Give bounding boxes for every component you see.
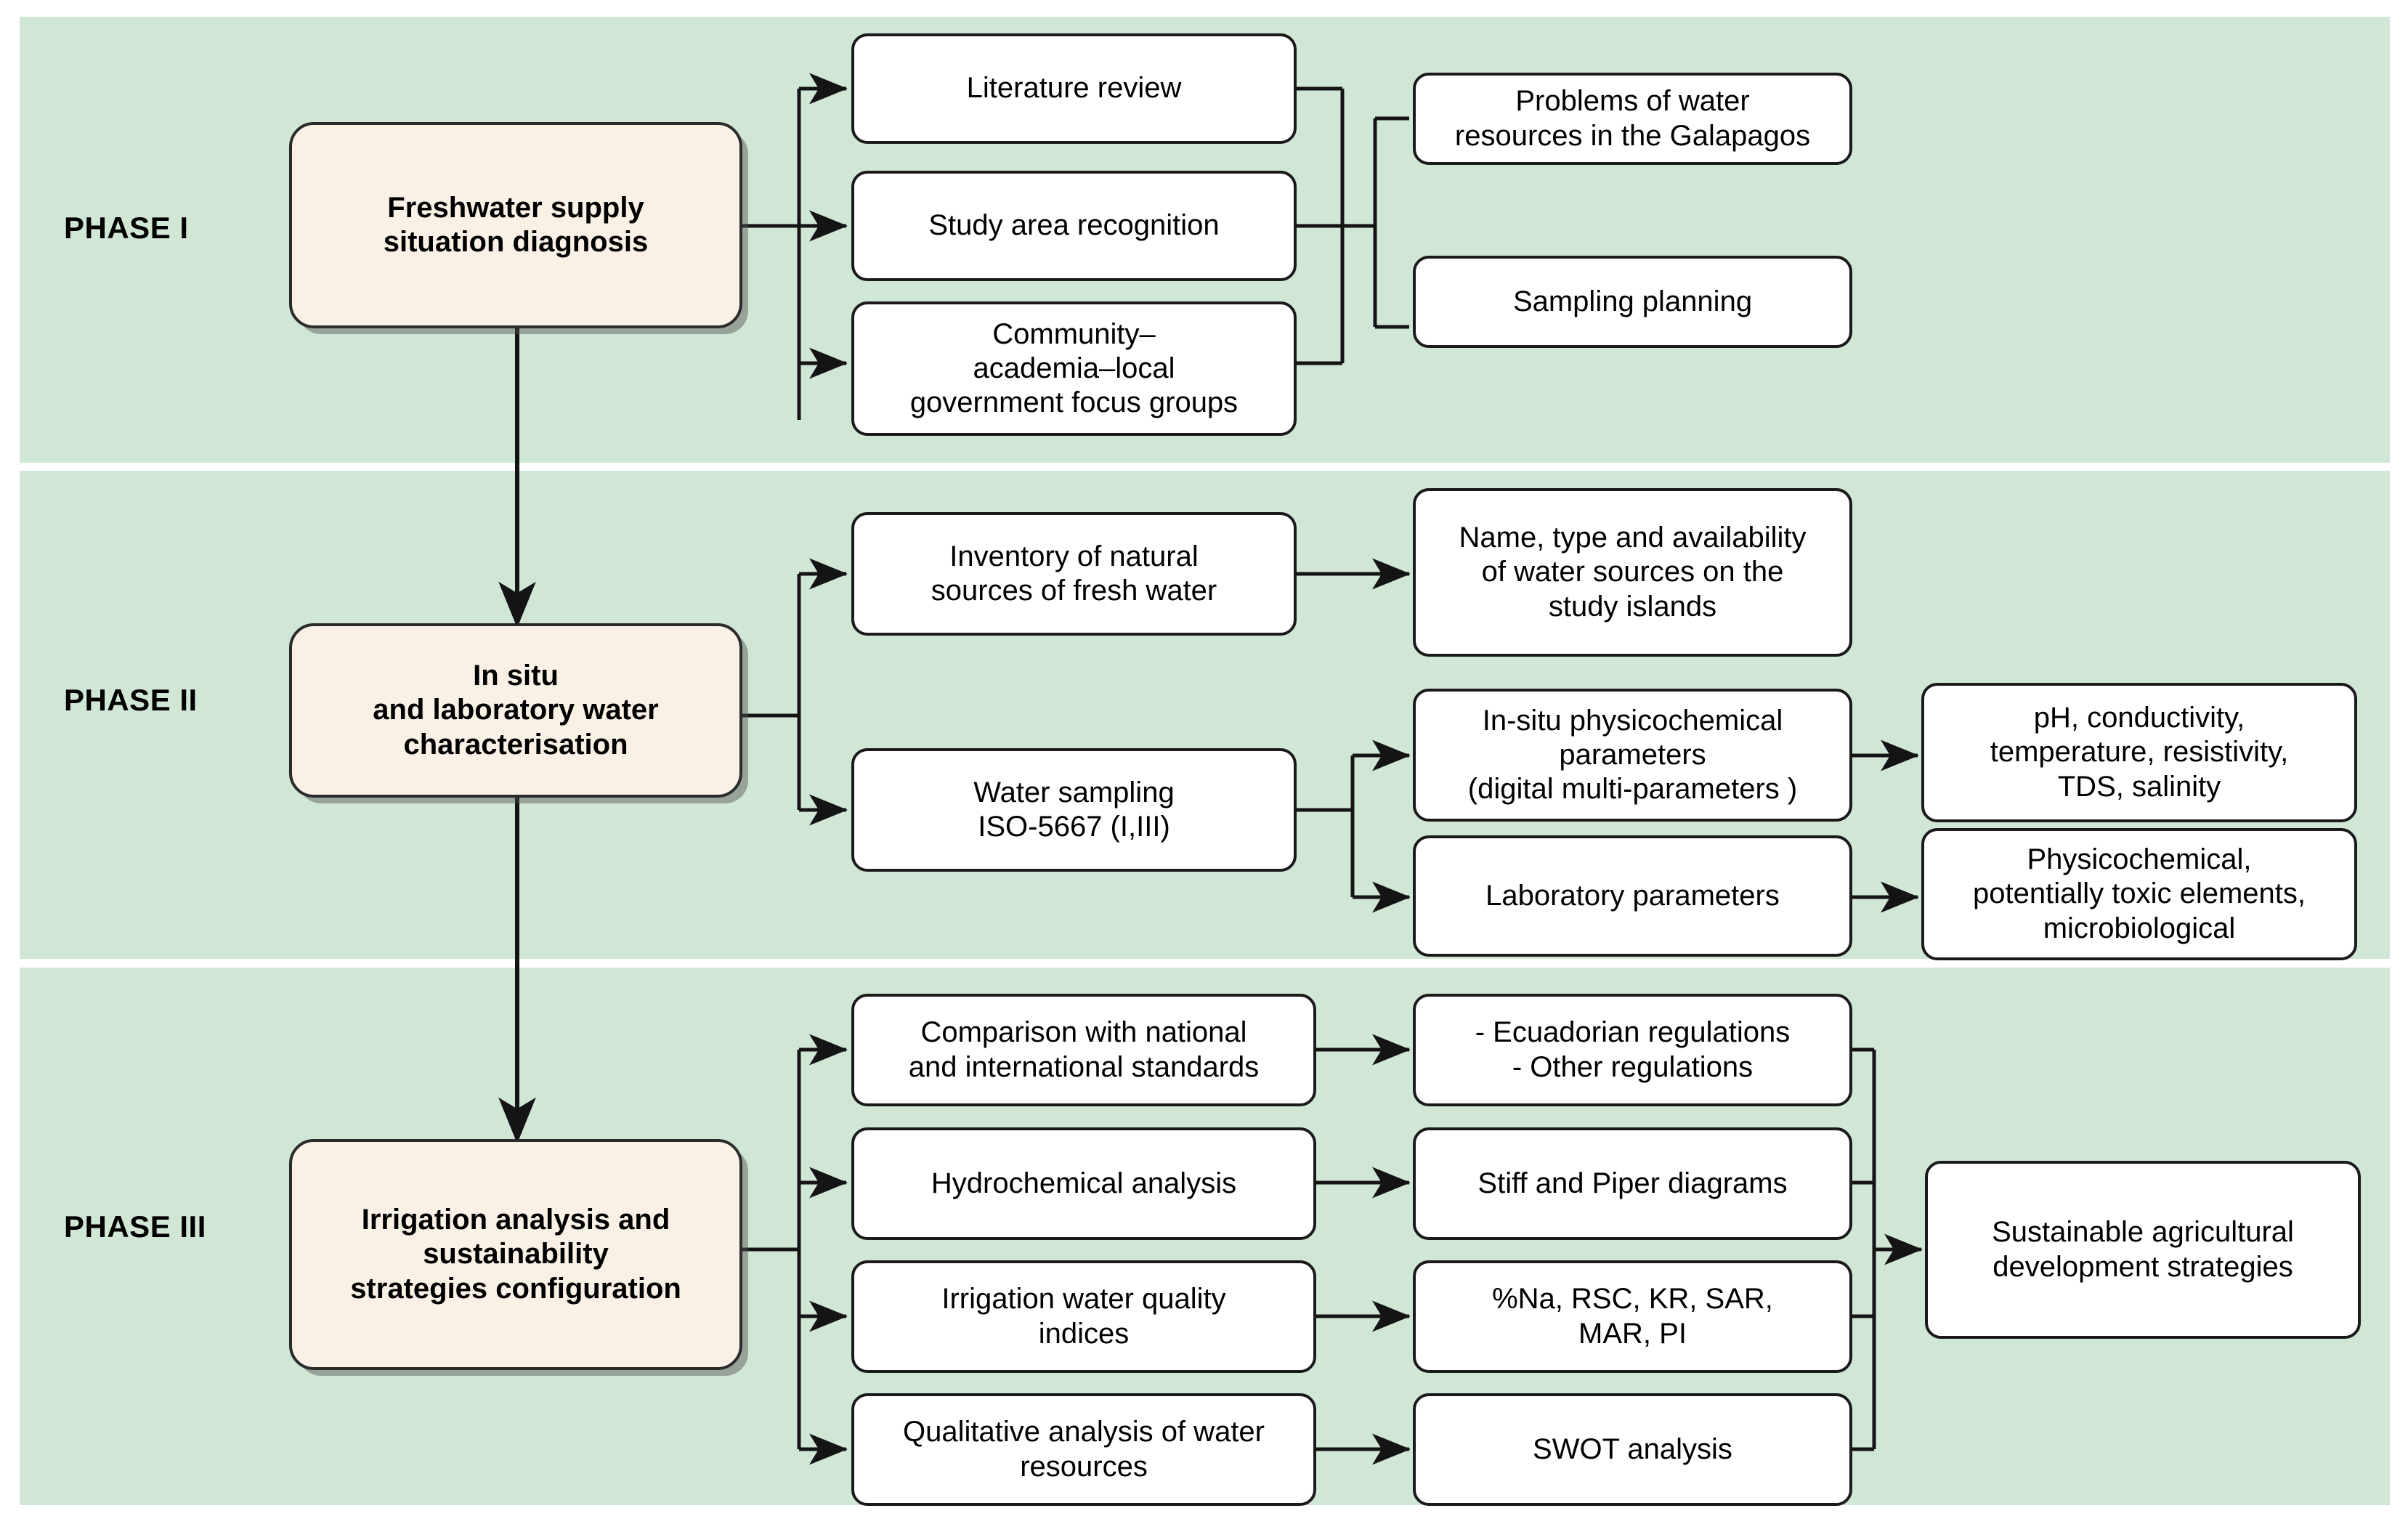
phase1-col3-label-2: Sampling planning — [1512, 285, 1753, 317]
phase-label-2: PHASE II — [64, 683, 198, 717]
phase2-col2-node-2[interactable]: Water sampling ISO-5667 (I,III) — [851, 748, 1297, 872]
phase2-col3-node-1[interactable]: Name, type and availability of water sou… — [1413, 488, 1852, 657]
phase2-primary-node[interactable]: In situ and laboratory water characteris… — [289, 623, 742, 798]
phase1-col3-label-1: Problems of water resources in the Galap… — [1454, 85, 1811, 152]
phase3-col4-node-1[interactable]: Sustainable agricultural development str… — [1925, 1161, 2361, 1339]
phase3-col2-label-2: Hydrochemical analysis — [931, 1167, 1237, 1199]
phase3-col4-label-1: Sustainable agricultural development str… — [1992, 1216, 2294, 1283]
phase2-primary-label: In situ and laboratory water characteris… — [373, 660, 659, 761]
phase2-col3-label-3: Laboratory parameters — [1485, 879, 1780, 912]
phase1-col2-node-3[interactable]: Community– academia–local government foc… — [851, 301, 1297, 436]
phase2-col4-label-2: Physicochemical, potentially toxic eleme… — [1972, 843, 2306, 944]
phase2-col3-node-2[interactable]: In-situ physicochemical parameters (digi… — [1413, 689, 1852, 822]
phase-label-3: PHASE III — [64, 1209, 206, 1244]
phase3-col3-label-3: %Na, RSC, KR, SAR, MAR, PI — [1492, 1283, 1773, 1350]
phase3-col2-node-2[interactable]: Hydrochemical analysis — [851, 1127, 1316, 1240]
phase1-col2-label-2: Study area recognition — [928, 209, 1220, 242]
phase2-col3-node-3[interactable]: Laboratory parameters — [1413, 835, 1852, 957]
phase3-primary-label: Irrigation analysis and sustainability s… — [350, 1204, 681, 1305]
phase3-col2-label-4: Qualitative analysis of water resources — [902, 1416, 1265, 1483]
phase3-col3-node-4[interactable]: SWOT analysis — [1413, 1393, 1852, 1506]
phase1-primary-node[interactable]: Freshwater supply situation diagnosis — [289, 122, 742, 328]
phase2-col3-label-2: In-situ physicochemical parameters (digi… — [1467, 704, 1798, 806]
phase1-col2-node-2[interactable]: Study area recognition — [851, 171, 1297, 281]
phase1-col2-node-1[interactable]: Literature review — [851, 33, 1297, 144]
phase3-col2-label-3: Irrigation water quality indices — [941, 1283, 1226, 1350]
phase1-col3-node-1[interactable]: Problems of water resources in the Galap… — [1413, 73, 1852, 165]
phase1-col2-label-1: Literature review — [966, 72, 1182, 105]
phase1-col3-node-2[interactable]: Sampling planning — [1413, 256, 1852, 348]
phase3-col3-node-2[interactable]: Stiff and Piper diagrams — [1413, 1127, 1852, 1240]
phase1-col2-label-3: Community– academia–local government foc… — [909, 317, 1239, 419]
phase3-col3-label-1: - Ecuadorian regulations - Other regulat… — [1475, 1016, 1791, 1083]
phase2-col2-label-1: Inventory of natural sources of fresh wa… — [931, 540, 1217, 607]
phase3-col2-node-1[interactable]: Comparison with national and internation… — [851, 994, 1316, 1106]
phase2-col4-label-1: pH, conductivity, temperature, resistivi… — [1990, 702, 2289, 803]
phase3-col2-label-1: Comparison with national and internation… — [908, 1016, 1260, 1083]
phase2-col2-label-2: Water sampling ISO-5667 (I,III) — [973, 776, 1175, 843]
phase2-col3-label-1: Name, type and availability of water sou… — [1459, 522, 1807, 623]
phase3-col3-node-1[interactable]: - Ecuadorian regulations - Other regulat… — [1413, 994, 1852, 1106]
phase3-col3-label-4: SWOT analysis — [1533, 1432, 1732, 1465]
phase3-col3-node-3[interactable]: %Na, RSC, KR, SAR, MAR, PI — [1413, 1260, 1852, 1373]
phase2-col4-node-2[interactable]: Physicochemical, potentially toxic eleme… — [1921, 828, 2357, 960]
phase2-col2-node-1[interactable]: Inventory of natural sources of fresh wa… — [851, 512, 1297, 636]
phase3-col2-node-3[interactable]: Irrigation water quality indices — [851, 1260, 1316, 1373]
phase1-primary-label: Freshwater supply situation diagnosis — [383, 191, 649, 258]
phase3-primary-node[interactable]: Irrigation analysis and sustainability s… — [289, 1139, 742, 1370]
phase3-col2-node-4[interactable]: Qualitative analysis of water resources — [851, 1393, 1316, 1506]
phase3-col3-label-2: Stiff and Piper diagrams — [1477, 1167, 1788, 1199]
phase2-col4-node-1[interactable]: pH, conductivity, temperature, resistivi… — [1921, 683, 2357, 822]
phase-label-1: PHASE I — [64, 211, 189, 245]
